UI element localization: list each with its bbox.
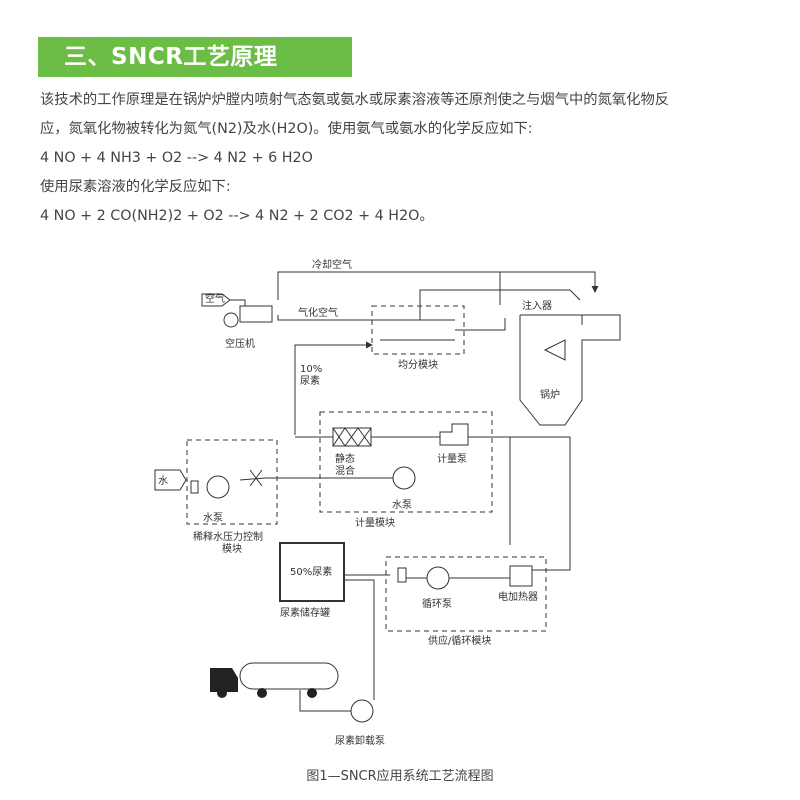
- cooling-air-line: [277, 271, 599, 300]
- paragraph-line-1: 该技术的工作原理是在锅炉炉膛内喷射气态氨或氨水或尿素溶液等还原剂使之与烟气中的氮…: [40, 92, 670, 108]
- electric-heater-label: 电加热器: [498, 590, 538, 603]
- urea-10-label-2: 尿素: [300, 374, 320, 387]
- unload-pump-icon: [350, 699, 374, 723]
- water-pump-icon: [206, 475, 230, 499]
- equation-ammonia: 4 NO + 4 NH3 + O2 --> 4 N2 + 6 H2O: [40, 150, 313, 166]
- air-inlet-line: [230, 299, 246, 306]
- static-mixer-cross: [332, 427, 372, 447]
- tank-truck-icon: [210, 662, 339, 698]
- dilution-module-box: [186, 439, 278, 525]
- dilution-module-label-1: 稀释水压力控制: [193, 530, 263, 543]
- static-mixer-label-1: 静态: [335, 452, 355, 465]
- metering-pump-icon: [439, 423, 469, 446]
- urea-50-label: 50%尿素: [290, 565, 332, 578]
- distribution-outlet: [455, 318, 506, 331]
- air-inlet-shape: [201, 293, 231, 307]
- water-pump-2-icon: [392, 466, 416, 490]
- urea-10-label-1: 10%: [300, 364, 322, 375]
- metering-pump-label: 计量泵: [437, 452, 467, 465]
- boiler-nozzle: [543, 339, 566, 361]
- injector-label: 注入器: [522, 299, 552, 312]
- compressor-motor-icon: [223, 312, 239, 328]
- electric-heater-icon: [509, 565, 533, 587]
- circulation-line: [406, 436, 571, 579]
- control-valve-icon: [249, 469, 263, 487]
- unload-line: [344, 579, 375, 700]
- compressor-body: [239, 305, 273, 323]
- circulation-pump-label: 循环泵: [422, 597, 452, 610]
- supply-module-label: 供应/循环模块: [428, 634, 491, 647]
- water-pump-label: 水泵: [203, 512, 223, 524]
- valve-line: [239, 477, 266, 481]
- paragraph-line-3: 使用尿素溶液的化学反应如下:: [40, 179, 231, 195]
- paragraph-line-2: 应，氮氧化物被转化为氮气(N2)及水(H2O)。使用氨气或氨水的化学反应如下:: [40, 121, 533, 137]
- air-label: 空气: [205, 292, 225, 305]
- strainer-icon: [190, 480, 199, 494]
- urea-tank-icon: [279, 542, 345, 602]
- urea-tank-label: 尿素储存罐: [280, 606, 330, 619]
- unload-pump-label: 尿素卸载泵: [335, 734, 385, 747]
- supply-strainer-icon: [397, 567, 407, 583]
- cooling-air-label: 冷却空气: [312, 258, 352, 271]
- water-label: 水: [158, 475, 168, 487]
- section-heading: 三、SNCR工艺原理: [38, 37, 352, 77]
- metering-return-line: [468, 436, 511, 545]
- metering-module-label: 计量模块: [355, 516, 395, 529]
- boiler-label: 锅炉: [540, 389, 560, 401]
- urea-10-line: [294, 341, 373, 435]
- static-mixer-label-2: 混合: [335, 464, 355, 477]
- distribution-lines: [380, 319, 455, 341]
- equation-urea: 4 NO + 2 CO(NH2)2 + O2 --> 4 N2 + 2 CO2 …: [40, 208, 434, 224]
- figure-caption: 图1—SNCR应用系统工艺流程图: [306, 769, 494, 784]
- circulation-pump-icon: [426, 566, 450, 590]
- atomizing-air-label: 气化空气: [298, 306, 338, 319]
- compressor-label: 空压机: [225, 337, 255, 350]
- atomizing-air-line: [277, 315, 380, 321]
- distribution-module-box: [371, 305, 465, 355]
- water-inlet-shape: [154, 469, 187, 491]
- metering-module-box: [319, 411, 493, 513]
- distribution-module-label: 均分模块: [398, 359, 438, 371]
- dilution-module-label-2: 模块: [222, 543, 242, 555]
- truck-line: [299, 690, 351, 712]
- boiler-shape: [519, 314, 621, 426]
- water-pump-2-label: 水泵: [392, 499, 412, 511]
